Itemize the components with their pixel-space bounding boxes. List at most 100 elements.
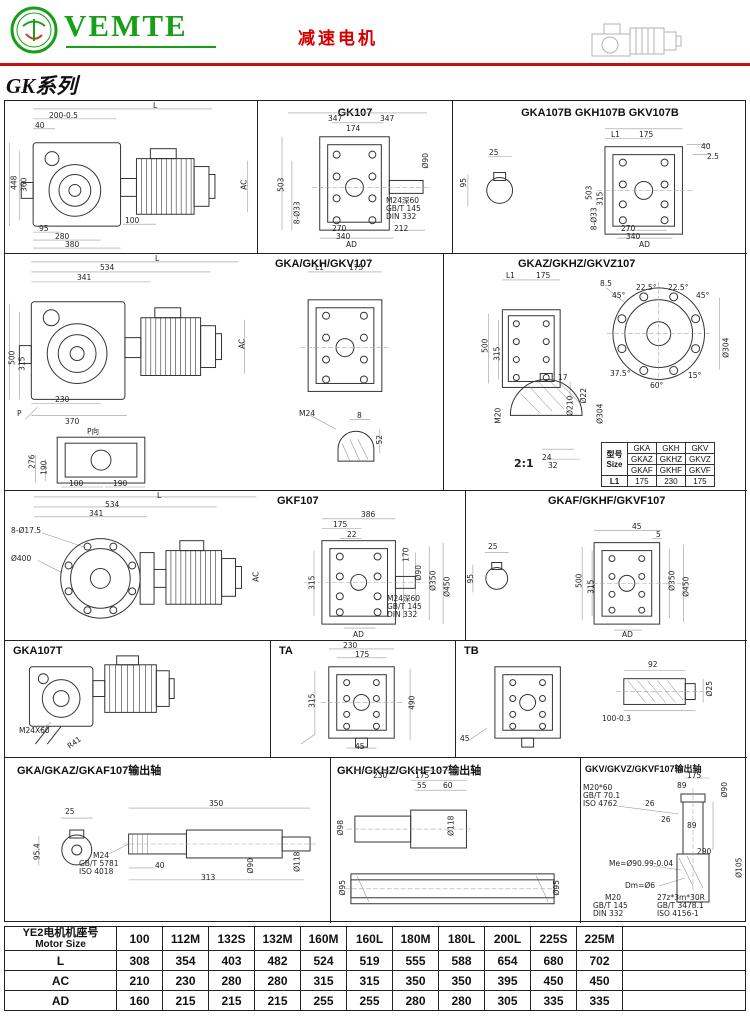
- dim-label: Ø350: [428, 570, 438, 591]
- motor-table-value: 315: [346, 970, 393, 992]
- brand-underline: [66, 46, 216, 48]
- dim-label: L: [153, 101, 158, 110]
- motor-table-value: 215: [208, 990, 255, 1012]
- dim-label: 170: [401, 547, 411, 562]
- dim-label: 17: [558, 373, 568, 382]
- gk107-side-drawing: [9, 108, 249, 249]
- dim-label: 500: [7, 350, 17, 365]
- dim-label: 386: [361, 510, 376, 519]
- dim-label: 534: [100, 263, 115, 272]
- dim-label: 280: [55, 232, 70, 241]
- dim-label: L1: [506, 271, 515, 280]
- dim-label: Ø210: [565, 395, 575, 416]
- dim-label: 95: [39, 224, 49, 233]
- motor-table-col-header: 100: [116, 925, 163, 952]
- dim-label: P向: [87, 427, 100, 436]
- gkaf-gkhf-gkvf107-drawing: [472, 530, 692, 631]
- gearbox-thumbnail-icon: [588, 14, 700, 62]
- dim-label: M20*60: [583, 783, 613, 792]
- gkh-output-shaft-drawing: [344, 769, 561, 905]
- dim-label: 503: [276, 177, 286, 192]
- dim-label: 22.5°: [668, 283, 689, 292]
- dim-label: 25: [65, 807, 75, 816]
- dim-label: 290: [697, 847, 712, 856]
- dim-label: 100-0.3: [602, 714, 631, 723]
- dim-label: 315: [586, 579, 596, 594]
- dim-label: ISO 4762: [583, 799, 618, 808]
- dim-label: Me=Ø90.99-0.04: [609, 859, 674, 868]
- panel-gka-output-shaft: GKA/GKAZ/GKAF107输出轴: [5, 758, 331, 923]
- dim-label: AC: [239, 179, 249, 190]
- size-table-cell: 175: [627, 475, 657, 487]
- dim-label: GB/T 5781: [79, 859, 119, 868]
- dim-label: 315: [17, 356, 27, 371]
- product-title: 减速电机: [298, 29, 378, 48]
- dim-label: 100: [125, 216, 140, 225]
- size-table-header-cn: 型号: [606, 450, 623, 459]
- panel-title: GKA107T: [13, 645, 63, 657]
- motor-table-value: 305: [484, 990, 531, 1012]
- size-table-cell: GKVZ: [685, 453, 715, 465]
- size-table-cell: GKVF: [685, 464, 715, 476]
- motor-table-col-header: 225S: [530, 925, 577, 952]
- dim-label: 380: [65, 240, 80, 249]
- dim-label: 95: [459, 177, 469, 188]
- motor-table-col-header: 160L: [346, 925, 393, 952]
- dim-label: 270: [621, 224, 636, 233]
- motor-table-value: 519: [346, 950, 393, 972]
- size-table-l1-label: L1: [601, 475, 628, 487]
- panel-tb: TB: [456, 641, 747, 757]
- dim-label: 200-0.5: [49, 111, 78, 120]
- motor-table-value: 450: [576, 970, 623, 992]
- dim-label: ISO 4018: [79, 867, 114, 876]
- dim-label: 175: [687, 771, 702, 780]
- panel-gka-gkh-gkv107: GKA/GKH/GKV107: [5, 254, 444, 490]
- motor-table-value: 280: [208, 970, 255, 992]
- motor-table-row-label: AD: [4, 990, 117, 1012]
- motor-table-col-header: 160M: [300, 925, 347, 952]
- dim-label: Ø450: [442, 576, 452, 597]
- motor-table-value: 450: [530, 970, 577, 992]
- motor-table-value: 395: [484, 970, 531, 992]
- dim-label: Ø90: [245, 858, 255, 874]
- panel-gkaz-gkhz-gkvz107: GKAZ/GKHZ/GKVZ107: [444, 254, 747, 490]
- dim-label: 40: [155, 861, 165, 870]
- motor-table-filler: [622, 950, 746, 972]
- gkf107-drawing: [33, 496, 444, 629]
- dim-label: Dm=Ø6: [625, 881, 656, 890]
- panel-title: GKAF/GKHF/GKVF107: [548, 495, 666, 507]
- header-divider: [0, 63, 750, 66]
- dim-label: 276: [27, 454, 37, 469]
- size-table-header-en: Size: [606, 460, 623, 469]
- dim-label: 8-Ø33: [589, 207, 599, 231]
- dim-label: 230: [343, 641, 358, 650]
- gkv-output-shaft-drawing: [616, 777, 714, 908]
- dim-label: Ø90: [413, 565, 423, 581]
- size-table-cell: 175: [685, 475, 715, 487]
- dim-label: AD: [353, 630, 364, 639]
- dim-label: AD: [622, 630, 633, 639]
- size-table-cell: GKAZ: [627, 453, 657, 465]
- dim-label: Ø304: [595, 403, 605, 424]
- motor-table-value: 280: [392, 990, 439, 1012]
- panel-gkh-output-shaft: GKH/GKHZ/GKHF107输出轴 2: [331, 758, 581, 923]
- dim-label: DIN 332: [386, 212, 417, 221]
- motor-table-value: 280: [438, 990, 485, 1012]
- motor-table-value: 210: [116, 970, 163, 992]
- motor-table-value: 230: [162, 970, 209, 992]
- dim-label: 490: [407, 695, 417, 710]
- dim-label: 45: [355, 742, 365, 751]
- motor-table-value: 403: [208, 950, 255, 972]
- dim-label: 32: [548, 461, 558, 470]
- motor-table-value: 354: [162, 950, 209, 972]
- dim-label: Ø118: [446, 815, 456, 836]
- dim-label: M20: [605, 893, 622, 902]
- motor-table-value: 160: [116, 990, 163, 1012]
- dim-label: Ø450: [681, 576, 691, 597]
